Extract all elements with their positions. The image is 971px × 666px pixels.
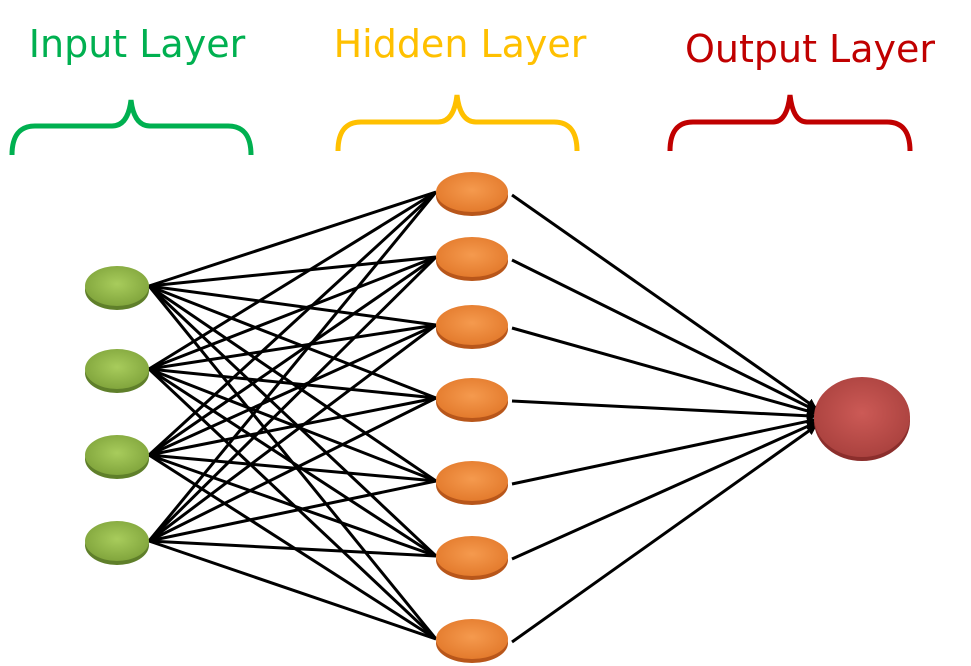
edge-input-4-hidden-3 xyxy=(148,323,437,543)
hidden-node-2 xyxy=(436,237,508,281)
edge-hidden-6-output xyxy=(511,421,817,561)
edge-input-4-hidden-4 xyxy=(148,396,437,543)
hidden-layer-brace xyxy=(335,94,580,152)
hidden-node-1 xyxy=(436,172,508,216)
edge-input-2-hidden-6 xyxy=(148,367,437,558)
edge-input-4-hidden-2 xyxy=(147,255,438,543)
edge-hidden-1-output xyxy=(511,193,817,410)
hidden-layer-label: Hidden Layer xyxy=(334,22,587,66)
edge-input-3-hidden-6 xyxy=(148,453,437,558)
nodes xyxy=(85,172,910,663)
edge-input-1-hidden-1 xyxy=(148,190,437,288)
edge-input-4-hidden-7 xyxy=(148,539,437,641)
edge-input-3-hidden-2 xyxy=(148,255,437,457)
edge-input-4-hidden-5 xyxy=(148,479,437,543)
input-node-1 xyxy=(85,266,149,310)
edge-hidden-7-output xyxy=(511,424,817,644)
edge-input-3-hidden-1 xyxy=(147,190,438,457)
output-layer-label: Output Layer xyxy=(685,27,935,71)
edge-input-3-hidden-3 xyxy=(148,323,437,457)
edge-input-1-hidden-6 xyxy=(147,284,438,558)
hidden-node-4 xyxy=(436,378,508,422)
hidden-node-5 xyxy=(436,461,508,505)
hidden-node-7 xyxy=(436,619,508,663)
edge-input-1-hidden-4 xyxy=(148,284,437,400)
edge-input-2-hidden-1 xyxy=(148,190,437,371)
edge-input-2-hidden-3 xyxy=(148,323,437,371)
edge-hidden-2-output xyxy=(511,258,817,412)
hidden-node-3 xyxy=(436,305,508,349)
hidden-node-6 xyxy=(436,536,508,580)
edge-hidden-5-output xyxy=(511,416,817,486)
edge-input-4-hidden-1 xyxy=(147,191,438,542)
edge-input-1-hidden-3 xyxy=(148,284,437,327)
edge-hidden-3-output xyxy=(511,326,817,416)
input-node-4 xyxy=(85,521,149,565)
connections xyxy=(147,190,817,644)
input-layer-label: Input Layer xyxy=(29,22,246,66)
edge-input-2-hidden-4 xyxy=(148,367,437,400)
edge-input-2-hidden-2 xyxy=(148,255,437,371)
input-node-3 xyxy=(85,435,149,479)
output-node-1 xyxy=(814,377,910,461)
edge-input-1-hidden-2 xyxy=(148,255,437,288)
edge-hidden-4-output xyxy=(511,399,817,421)
input-node-2 xyxy=(85,349,149,393)
edge-input-3-hidden-4 xyxy=(148,396,437,457)
input-layer-brace xyxy=(9,99,254,156)
edge-input-4-hidden-6 xyxy=(148,539,437,558)
output-layer-brace xyxy=(667,94,913,152)
